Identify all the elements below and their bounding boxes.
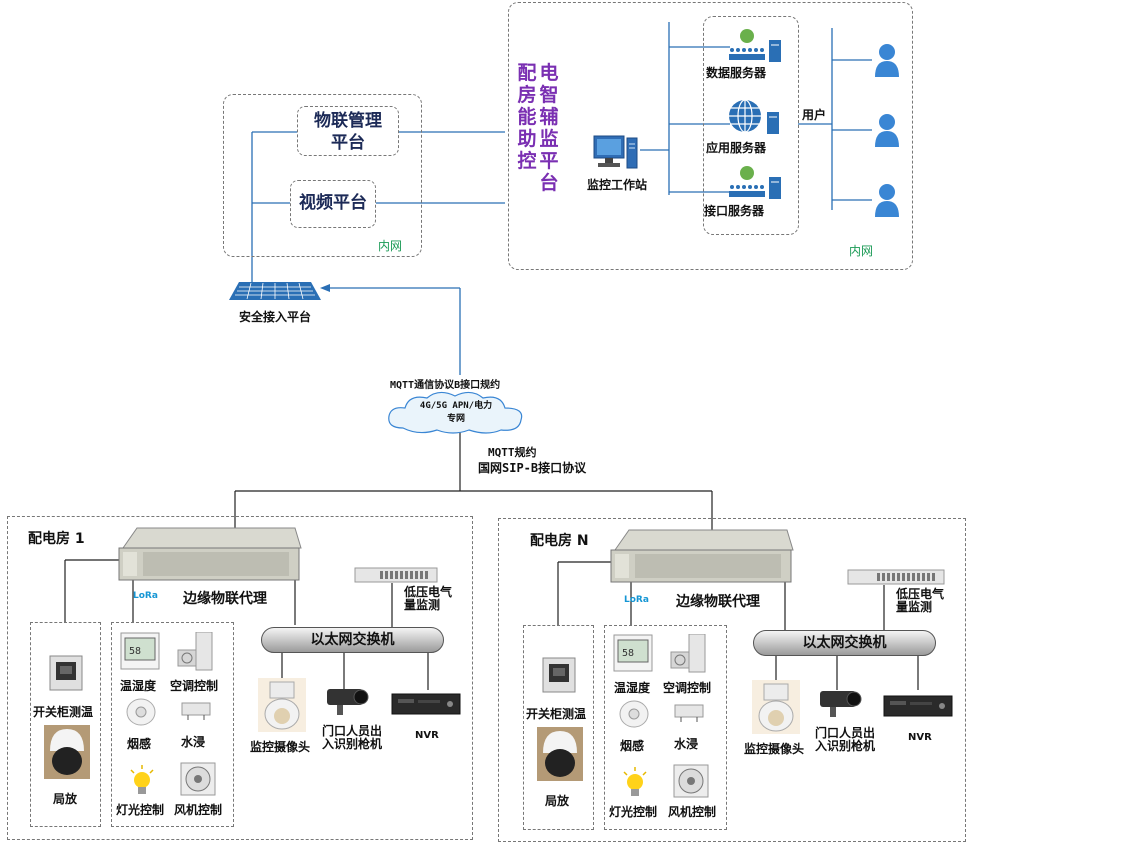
edge-proxy-device [117,526,302,582]
lora-label: LoRa [133,591,158,601]
edge-proxy-device [609,528,794,584]
dome-camera-icon [537,727,583,785]
lora-label: LoRa [624,595,649,605]
humidity-sensor-icon: 58 [613,634,653,676]
switch-temp-label: 开关柜测温 [526,707,587,721]
light-bulb-icon [128,764,156,802]
cloud-label: 4G/5G APN/电力 专网 [419,401,493,424]
interface-server-label: 接口服务器 [704,204,765,218]
water-label: 水浸 [181,735,206,749]
dome-label: 局放 [545,794,570,808]
smoke-detector-icon [618,699,650,733]
environment-sensor-group [111,622,234,827]
room-n-title: 配电房 N [530,533,589,549]
edge-proxy-label: 边缘物联代理 [183,591,267,607]
ac-control-label: 空调控制 [170,679,219,693]
bullet-camera-icon [816,689,862,723]
meter-label: 低压电气 量监测 [404,585,453,612]
left-intranet-label: 内网 [378,239,403,253]
main-title-col1: 配 房 能 助 控 [517,62,537,172]
water-label: 水浸 [674,737,699,751]
app-server-icon [725,96,785,140]
fan-icon [180,762,216,800]
temperature-box-icon [48,654,84,696]
video-platform: 视频平台 [290,180,376,228]
user-icon [873,43,901,83]
server-group [703,16,799,235]
fan-icon [673,764,709,802]
water-sensor-icon [180,699,212,725]
mqtt-protocol-label: MQTT规约 [488,446,537,459]
environment-sensor-group [604,625,727,830]
cctv-label: 监控摄像头 [744,742,805,756]
users-label: 用户 [802,108,827,122]
air-conditioner-icon [176,631,216,676]
room-1-title: 配电房 1 [28,531,85,547]
cloud-icon [383,388,529,440]
dome-label: 局放 [53,792,78,806]
fan-control-label: 风机控制 [668,805,717,819]
temperature-box-icon [541,656,577,698]
ac-control-label: 空调控制 [663,681,712,695]
right-intranet-label: 内网 [849,244,874,258]
gate-camera-label: 门口人员出 入识别枪机 [322,724,383,751]
cctv-camera-icon [258,678,306,736]
data-server-icon [727,28,783,68]
user-icon [873,113,901,153]
user-icon [873,183,901,223]
main-title-col2: 电 智 辅 监 平 台 [539,62,559,194]
humidity-label: 温湿度 [120,679,157,693]
cctv-label: 监控摄像头 [250,740,311,754]
protocol-b-label: MQTT通信协议B接口规约 [390,380,501,391]
room-1-container [7,516,473,840]
meter-device [847,568,945,590]
dome-camera-icon [44,725,90,783]
edge-proxy-label: 边缘物联代理 [676,594,760,610]
secure-access-label: 安全接入平台 [239,310,312,324]
switchgear-sensor-group [30,622,101,827]
ethernet-switch: 以太网交换机 [261,627,444,653]
sip-protocol-label: 国网SIP-B接口协议 [478,461,587,475]
light-control-label: 灯光控制 [609,805,658,819]
smoke-label: 烟感 [127,737,152,751]
water-sensor-icon [673,701,705,727]
svg-text:58: 58 [622,648,634,659]
bullet-camera-icon [323,687,369,721]
iot-management-platform: 物联管理 平台 [297,106,399,156]
fan-control-label: 风机控制 [174,803,223,817]
workstation-label: 监控工作站 [587,178,648,192]
svg-text:58: 58 [129,646,141,657]
workstation-icon [592,134,640,176]
internal-platform-group [223,94,422,257]
light-control-label: 灯光控制 [116,803,165,817]
nvr-device-icon [390,690,462,722]
cctv-camera-icon [752,680,800,738]
meter-label: 低压电气 量监测 [896,587,945,614]
laptop-icon [227,280,323,308]
app-server-label: 应用服务器 [706,141,767,155]
light-bulb-icon [621,766,649,804]
interface-server-icon [727,165,783,205]
data-server-label: 数据服务器 [706,66,767,80]
nvr-label: NVR [908,732,932,743]
nvr-device-icon [882,692,954,724]
switchgear-sensor-group [523,625,594,830]
smoke-label: 烟感 [620,739,645,753]
room-n-container [498,518,966,842]
meter-device [354,566,438,588]
intelligent-monitoring-group [508,2,913,270]
humidity-label: 温湿度 [614,681,651,695]
nvr-label: NVR [415,730,439,741]
gate-camera-label: 门口人员出 入识别枪机 [815,726,876,753]
smoke-detector-icon [125,697,157,731]
ethernet-switch: 以太网交换机 [753,630,936,656]
air-conditioner-icon [669,633,709,678]
switch-temp-label: 开关柜测温 [33,705,94,719]
humidity-sensor-icon: 58 [120,632,160,674]
